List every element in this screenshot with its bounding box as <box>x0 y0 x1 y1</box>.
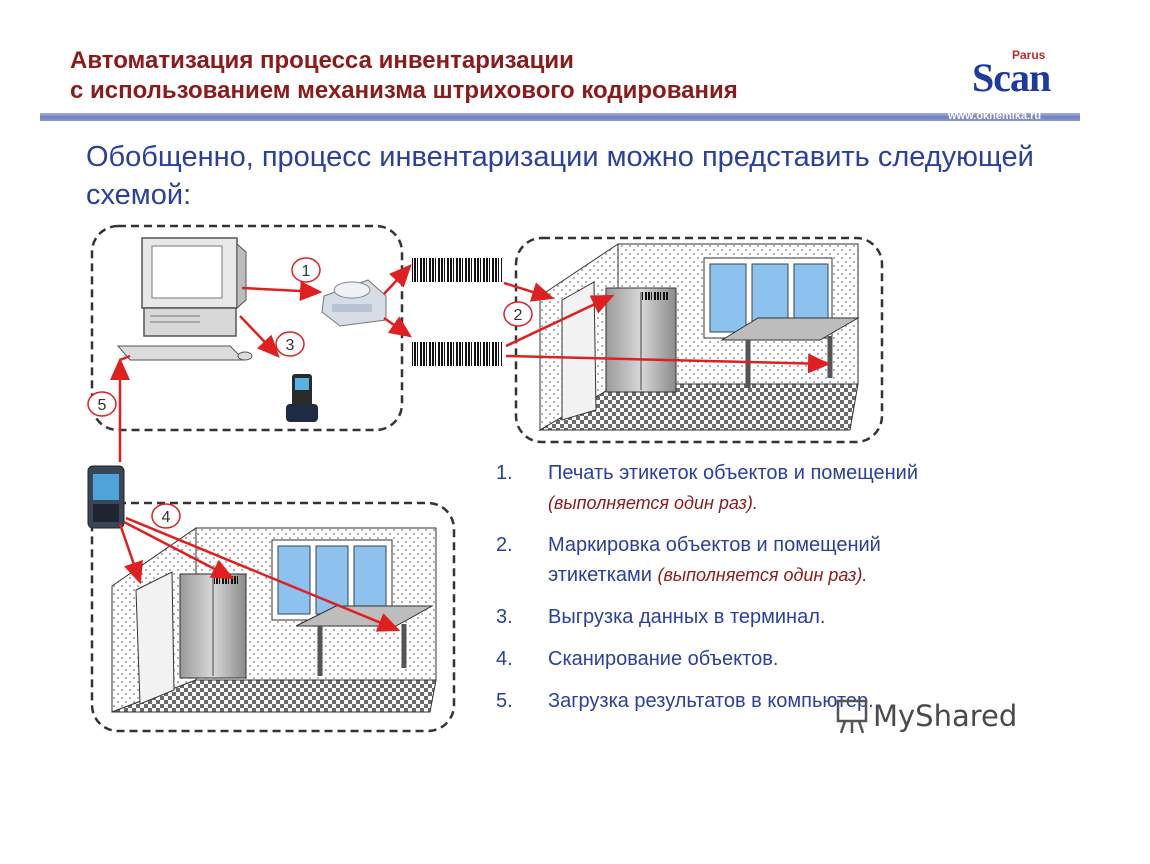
flow-arrows <box>110 264 831 632</box>
step-3-text: Выгрузка данных в терминал. <box>548 606 826 628</box>
callout-3-text: 3 <box>286 337 295 354</box>
myshared-watermark: MyShared <box>835 695 1045 739</box>
logo-super: Parus <box>1012 48 1046 62</box>
callout-3: 3 <box>275 331 305 357</box>
callout-5-text: 5 <box>98 397 107 414</box>
callout-4: 4 <box>151 503 181 529</box>
step-5: 5. Загрузка результатов в компьютер. <box>496 686 1056 716</box>
intro-text: Обобщенно, процесс инвентаризации можно … <box>86 141 1034 211</box>
callout-1-text: 1 <box>302 263 311 280</box>
room-illustration-top <box>538 243 860 431</box>
callout-1: 1 <box>291 257 321 283</box>
header-rule <box>40 113 1080 121</box>
callout-2-text: 2 <box>514 307 523 324</box>
barcode-top <box>412 258 502 282</box>
step-2-number: 2. <box>496 534 513 556</box>
step-3-number: 3. <box>496 606 513 628</box>
step-5-text: Загрузка результатов в компьютер. <box>548 690 874 712</box>
slide-title: Автоматизация процесса инвентаризации с … <box>70 46 930 106</box>
step-1-number: 1. <box>496 462 513 484</box>
room-zone-scanning <box>90 501 456 733</box>
step-3: 3. Выгрузка данных в терминал. <box>496 602 1056 632</box>
step-2-note: (выполняется один раз). <box>657 565 868 585</box>
step-2: 2. Маркировка объектов и помещений этике… <box>496 530 1056 590</box>
terminal-in-cradle-icon <box>286 374 318 422</box>
scan-parus-logo: Scan Parus <box>970 48 1070 100</box>
logo-brand: Scan <box>972 55 1051 100</box>
watermark-text: MyShared <box>873 699 1018 733</box>
computer-icon <box>116 237 253 361</box>
steps-list: 1. Печать этикеток объектов и помещений … <box>496 458 1056 716</box>
step-1: 1. Печать этикеток объектов и помещений … <box>496 458 1056 518</box>
presentation-board-icon <box>836 699 868 734</box>
step-1-text: Печать этикеток объектов и помещений <box>548 462 919 484</box>
title-line-2: с использованием механизма штрихового ко… <box>70 77 738 104</box>
computer-zone <box>90 224 404 432</box>
callout-5: 5 <box>87 391 117 417</box>
label-printer-icon <box>321 279 387 327</box>
step-4-number: 4. <box>496 648 513 670</box>
step-4: 4. Сканирование объектов. <box>496 644 1056 674</box>
room-illustration-bottom <box>111 527 437 713</box>
step-5-number: 5. <box>496 690 513 712</box>
step-1-note: (выполняется один раз). <box>548 493 758 513</box>
step-4-text: Сканирование объектов. <box>548 648 779 670</box>
callout-4-text: 4 <box>162 509 171 526</box>
barcode-bottom <box>412 342 502 366</box>
step-2-text: Маркировка объектов и помещений этикетка… <box>548 534 881 586</box>
website-label: www.oknemika.ru <box>948 110 1042 122</box>
callout-2: 2 <box>503 301 533 327</box>
handheld-terminal-icon <box>87 465 125 529</box>
title-line-1: Автоматизация процесса инвентаризации <box>70 47 574 74</box>
